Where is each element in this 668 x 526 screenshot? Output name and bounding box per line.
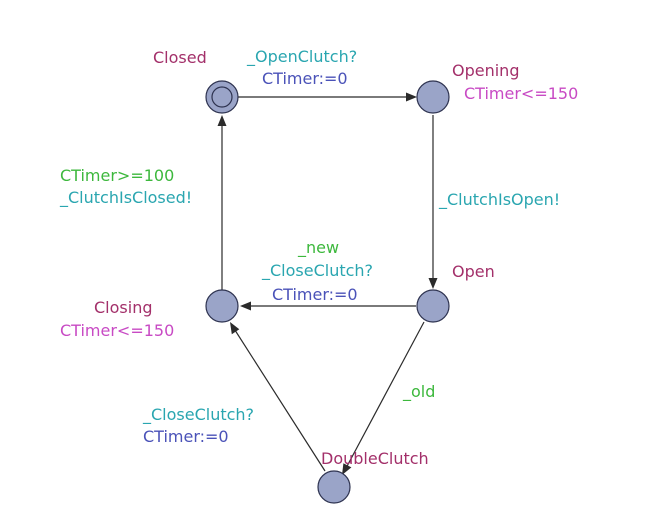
location-opening-name: Opening <box>452 61 519 80</box>
edge-arrowhead <box>342 463 352 475</box>
location-open-name: Open <box>452 262 495 281</box>
edge-arrowhead <box>230 322 240 335</box>
edge-doubleclutch-closing-update: CTimer:=0 <box>143 427 229 446</box>
location-closing[interactable] <box>205 289 239 323</box>
location-closed[interactable] <box>205 80 239 114</box>
edge-open-closing[interactable] <box>240 301 416 311</box>
edge-open-closing-sync: _CloseClutch? <box>261 261 373 281</box>
location-doubleclutch[interactable] <box>317 470 351 504</box>
edge-arrowhead <box>428 278 438 289</box>
edge-open-closing-select: _new <box>297 238 339 258</box>
edge-closing-closed-sync: _ClutchIsClosed! <box>59 188 192 208</box>
initial-location-marker <box>211 86 233 108</box>
edge-arrowhead <box>406 92 417 102</box>
edge-doubleclutch-closing-sync: _CloseClutch? <box>142 405 254 425</box>
location-closing-invariant: CTimer<=150 <box>60 321 174 340</box>
edge-open-closing-update: CTimer:=0 <box>272 285 358 304</box>
location-opening[interactable] <box>416 80 450 114</box>
edge-closing-closed-guard: CTimer>=100 <box>60 166 174 185</box>
edge-closing-closed[interactable] <box>217 115 227 290</box>
location-opening-invariant: CTimer<=150 <box>464 84 578 103</box>
edge-opening-open[interactable] <box>428 115 438 289</box>
edge-open-doubleclutch-select: _old <box>402 382 435 402</box>
location-closing-name: Closing <box>94 298 152 317</box>
edge-opening-open-sync: _ClutchIsOpen! <box>438 190 560 210</box>
location-open[interactable] <box>416 289 450 323</box>
edge-arrowhead <box>217 115 227 126</box>
edge-closed-opening-update: CTimer:=0 <box>262 69 348 88</box>
edge-closed-opening[interactable] <box>238 92 417 102</box>
edge-doubleclutch-closing[interactable] <box>230 322 326 472</box>
edge-open-doubleclutch[interactable] <box>342 321 425 475</box>
edge-arrowhead <box>240 301 251 311</box>
edge-closed-opening-sync: _OpenClutch? <box>246 47 357 67</box>
location-closed-name: Closed <box>153 48 207 67</box>
location-doubleclutch-name: DoubleClutch <box>321 449 429 468</box>
